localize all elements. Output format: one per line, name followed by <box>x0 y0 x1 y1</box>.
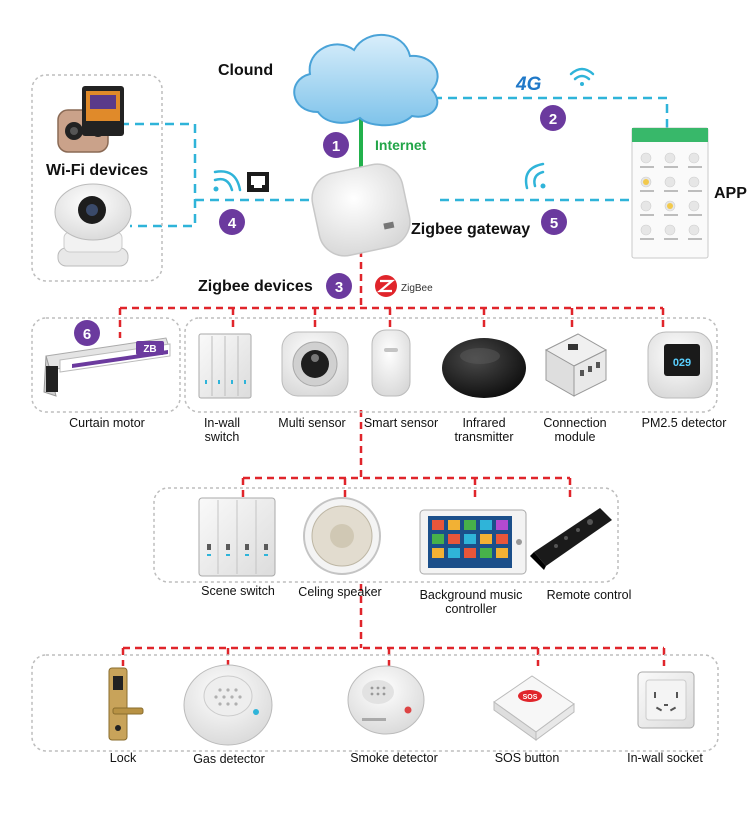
ceiling-speaker-image <box>303 497 381 575</box>
ethernet-icon <box>247 172 269 192</box>
remote-control-image <box>530 508 612 570</box>
app-screen-image <box>631 127 709 259</box>
device-label-connection-2: module <box>555 430 596 444</box>
zigbee-logo-icon <box>375 275 397 297</box>
wifi-icon <box>213 170 242 192</box>
ip-camera-image <box>54 183 132 267</box>
device-label-lock: Lock <box>110 751 137 765</box>
sos-text: SOS <box>523 694 538 701</box>
zigbee-logo-text: ZigBee <box>401 283 433 294</box>
sos-button-image: SOS <box>493 675 575 741</box>
device-label-remote: Remote control <box>547 588 632 602</box>
smart-sensor-image <box>371 329 411 397</box>
curtain-motor-image: ZB <box>43 337 171 397</box>
device-label-infrared-1: Infrared <box>462 416 505 430</box>
device-label-bgm-1: Background music <box>420 588 523 602</box>
svg-text:3: 3 <box>335 279 343 296</box>
scene-switch-image <box>198 497 276 577</box>
group-boxes <box>31 74 719 752</box>
device-label-inwall-switch-1: In-wall <box>204 416 240 430</box>
device-label-socket: In-wall socket <box>627 751 703 765</box>
badge-2: 2 <box>540 105 566 131</box>
device-label-smoke: Smoke detector <box>350 751 438 765</box>
smoke-detector-image <box>347 665 425 735</box>
svg-text:5: 5 <box>550 215 558 232</box>
cloud-icon <box>293 34 439 127</box>
background-music-controller-image <box>419 509 527 575</box>
svg-text:1: 1 <box>332 138 340 155</box>
badge-4: 4 <box>219 209 245 235</box>
inwall-socket-image <box>637 671 695 729</box>
cloud-label: Clound <box>218 62 273 79</box>
pm25-reading: 029 <box>673 357 691 369</box>
zigbee-gateway-image <box>311 163 411 257</box>
wifi-icon <box>569 67 595 86</box>
device-label-inwall-switch-2: switch <box>205 430 240 444</box>
device-label-connection-1: Connection <box>543 416 606 430</box>
svg-text:6: 6 <box>83 326 91 343</box>
wifi-icon <box>524 162 546 190</box>
device-label-curtain-motor: Curtain motor <box>69 416 145 430</box>
badge-5: 5 <box>541 209 567 235</box>
infrared-transmitter-image <box>442 338 526 398</box>
device-label-ceiling-speaker: Celing speaker <box>298 585 381 599</box>
device-label-bgm-2: controller <box>445 602 496 616</box>
connection-module-image <box>544 333 608 397</box>
pm25-detector-image: 029 <box>647 331 713 399</box>
zb-tag: ZB <box>143 344 156 355</box>
svg-text:4: 4 <box>228 215 237 232</box>
device-label-gas: Gas detector <box>193 752 265 766</box>
internet-label: Internet <box>375 137 427 153</box>
zigbee-link-lines <box>118 250 666 666</box>
video-doorbell-image <box>57 86 124 153</box>
device-label-sos: SOS button <box>495 751 560 765</box>
wifi-devices-label: Wi-Fi devices <box>46 162 148 179</box>
device-label-pm25: PM2.5 detector <box>642 416 727 430</box>
4g-icon: 4G <box>515 74 542 95</box>
device-label-scene-switch: Scene switch <box>201 584 275 598</box>
badge-6: 6 <box>74 320 100 346</box>
badge-3: 3 <box>326 273 352 299</box>
inwall-switch-image <box>198 333 252 399</box>
device-label-multi-sensor: Multi sensor <box>278 416 345 430</box>
app-label: APP <box>714 185 747 202</box>
gas-detector-image <box>183 664 273 746</box>
zigbee-devices-label: Zigbee devices <box>198 278 313 295</box>
lock-image <box>108 667 144 741</box>
svg-text:2: 2 <box>549 111 557 128</box>
zigbee-gateway-label: Zigbee gateway <box>411 221 530 238</box>
wifi-link-lines <box>120 96 669 228</box>
badge-1: 1 <box>323 132 349 158</box>
device-label-smart-sensor: Smart sensor <box>364 416 438 430</box>
device-label-infrared-2: transmitter <box>454 430 513 444</box>
multi-sensor-image <box>281 331 349 397</box>
